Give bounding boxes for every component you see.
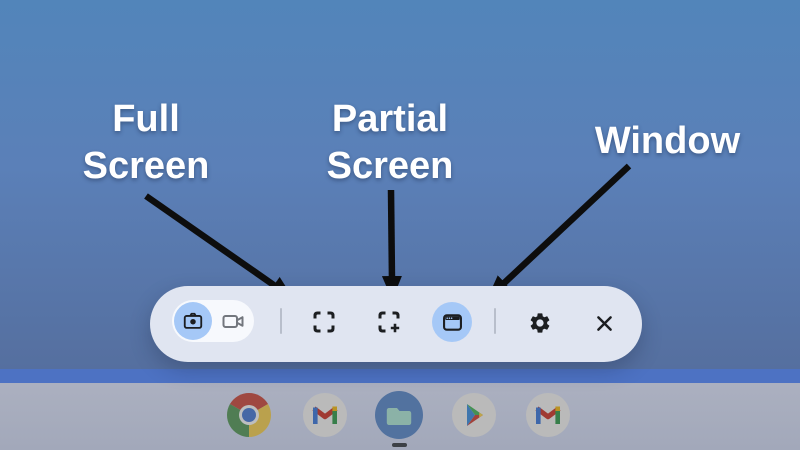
wallpaper-bottom-band — [0, 369, 800, 383]
files-app-icon[interactable] — [375, 391, 423, 439]
partial-screen-annotation-label: Partial Screen — [326, 98, 454, 187]
video-camera-icon — [221, 309, 245, 333]
full-screen-annotation-label: Full Screen — [82, 98, 210, 187]
settings-gear-icon — [528, 311, 552, 335]
active-app-indicator — [392, 443, 407, 447]
close-button[interactable] — [586, 305, 622, 341]
window-capture-icon — [441, 311, 464, 334]
gmail-app-icon[interactable] — [303, 393, 347, 437]
screenshot-mode-button[interactable] — [174, 302, 212, 340]
window-annotation-label: Window — [594, 120, 741, 162]
partial-capture-icon — [377, 310, 401, 334]
fullscreen-capture-button[interactable] — [306, 304, 342, 340]
screen-record-mode-button[interactable] — [214, 302, 252, 340]
screen-capture-toolbar — [150, 286, 642, 362]
toolbar-divider — [494, 308, 496, 334]
window-capture-button[interactable] — [432, 302, 472, 342]
close-icon — [594, 313, 615, 334]
play-store-app-icon[interactable] — [452, 393, 496, 437]
settings-button[interactable] — [522, 305, 558, 341]
chrome-app-icon[interactable] — [227, 393, 271, 437]
fullscreen-capture-icon — [312, 310, 336, 334]
partial-capture-button[interactable] — [371, 304, 407, 340]
camera-icon — [182, 310, 204, 332]
capture-type-toggle — [172, 300, 254, 342]
toolbar-divider — [280, 308, 282, 334]
gmail-app-icon-2[interactable] — [526, 393, 570, 437]
